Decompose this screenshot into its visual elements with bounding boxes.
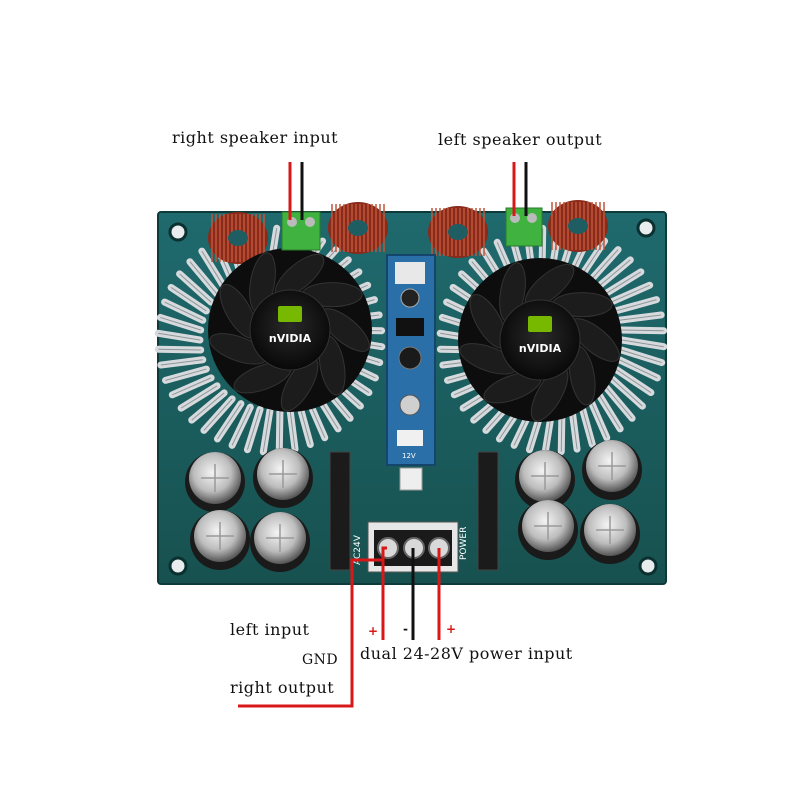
polarity-plus-right: + bbox=[446, 622, 457, 636]
left-input-label: left input bbox=[230, 620, 310, 639]
toroid-coils bbox=[208, 200, 608, 264]
module-label: 12V bbox=[402, 452, 416, 460]
power-input-label: dual 24-28V power input bbox=[360, 644, 573, 663]
wire-red-power-left bbox=[381, 546, 387, 640]
capacitors bbox=[185, 440, 642, 572]
svg-text:nVIDIA: nVIDIA bbox=[269, 332, 312, 345]
transistor-left bbox=[329, 451, 351, 571]
right-speaker-input-label: right speaker input bbox=[172, 128, 339, 147]
mounting-holes bbox=[168, 218, 658, 576]
power-terminal-block: AC24V POWER bbox=[353, 521, 469, 573]
fan-right: nVIDIA bbox=[458, 258, 622, 422]
terminal-label-power: POWER bbox=[459, 527, 469, 560]
fan-left: nVIDIA bbox=[208, 248, 372, 412]
terminal-label-ac: AC24V bbox=[353, 534, 363, 565]
left-speaker-output-label: left speaker output bbox=[438, 130, 603, 149]
speaker-terminal-left bbox=[505, 207, 543, 247]
svg-text:nVIDIA: nVIDIA bbox=[519, 342, 562, 355]
polarity-minus: - bbox=[403, 622, 408, 636]
polarity-plus-left: + bbox=[368, 624, 379, 638]
center-module: 12V bbox=[386, 254, 436, 491]
right-output-label: right output bbox=[230, 678, 335, 697]
gnd-label: GND bbox=[302, 652, 339, 668]
wire-red-output bbox=[238, 558, 383, 708]
transistor-right bbox=[477, 451, 499, 571]
